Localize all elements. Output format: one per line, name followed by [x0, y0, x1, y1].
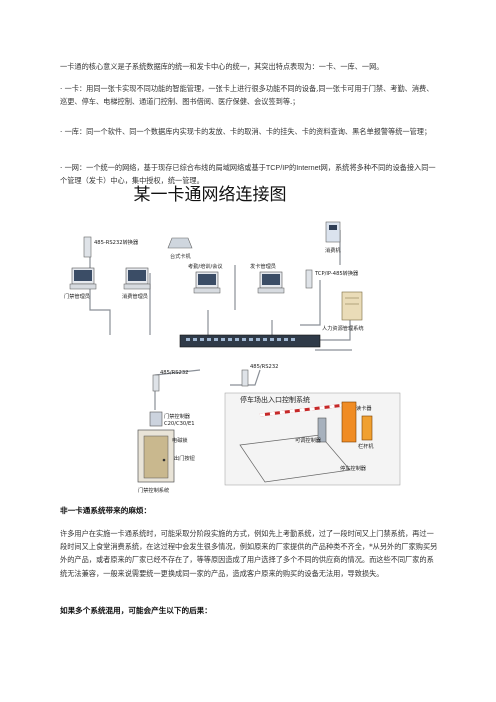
- label-converter-485: 485-RS232转换器: [94, 238, 139, 246]
- label-consumer-machine: 消费机: [325, 246, 341, 254]
- label-tcp-converter: TCP/IP-485转换器: [314, 269, 359, 277]
- one-net-paragraph: · 一网：一个统一的网络，基于现存已综合布线的局域网络或基于TCP/IP的Int…: [60, 161, 438, 187]
- door-admin-computer-icon: [69, 267, 97, 290]
- tcpip-term: TCP/IP: [265, 163, 289, 172]
- intro-paragraph: 一卡通的核心意义是子系统数据库的统一和发卡中心的统一，其突出特点表现为：一卡、一…: [60, 60, 438, 73]
- label-door-admin: 门禁管理员: [64, 292, 90, 300]
- label-hr-system: 人力资源管理系统: [322, 324, 364, 332]
- label-door-system: 门禁控制系统: [138, 486, 169, 494]
- label-controller-model: C20/C30/E1: [164, 421, 195, 427]
- tcp-converter-icon: [305, 269, 313, 289]
- label-attendance: 考勤/培训/会议: [188, 262, 223, 270]
- label-electric-lock: 电磁锁: [172, 436, 188, 444]
- rs232-right-icon: [241, 369, 249, 387]
- one-db-text: · 一库：同一个软件、同一个数据库内实现卡的发放、卡的取消、卡的挂失、卡的资料查…: [60, 127, 432, 136]
- internet-term: Internet: [296, 163, 321, 172]
- one-net-text-c: 网，系统将多种不同的设备接入同一个管理（发卡）中心，集中授权，统一管理。: [60, 163, 436, 185]
- label-card-reader: 读卡器: [356, 404, 372, 412]
- one-db-paragraph: · 一库：同一个软件、同一个数据库内实现卡的发放、卡的取消、卡的挂失、卡的资料查…: [60, 125, 438, 138]
- attendance-computer-icon: [193, 271, 221, 294]
- intro-text: 一卡通的核心意义是子系统数据库的统一和发卡中心的统一，其突出特点表现为：一卡、一…: [60, 62, 384, 71]
- label-barrier: 栏杆机: [358, 442, 374, 450]
- card-issuer-computer-icon: [257, 271, 285, 294]
- label-rs232-right: 485/RS232: [250, 364, 278, 370]
- one-card-paragraph: · 一卡：用同一张卡实现不同功能的智能管理，一张卡上进行很多功能不同的设备,同一…: [60, 82, 438, 108]
- door-control-system-icon: [137, 411, 175, 483]
- label-door-controller: 门禁控制器: [164, 412, 191, 420]
- network-cables: [89, 230, 352, 410]
- section-heading-why: 非一卡通系统带来的麻烦：: [60, 506, 152, 515]
- network-switch-icon: [179, 334, 321, 348]
- hr-server-icon: [341, 291, 363, 321]
- parking-system-icon: [224, 392, 401, 486]
- one-net-text-a: · 一网：一个统一的网络，基于现存已综合布线的局域网络或基于: [60, 163, 266, 172]
- network-diagram: 485-RS232转换器 台式卡机 消费机 门禁管理员 消费管理员 考勤/培训/…: [64, 221, 401, 494]
- label-rs232-left: 485/RS232: [160, 370, 188, 376]
- label-exit-button: 出门按钮: [174, 454, 195, 462]
- reader-device-icon: [167, 237, 193, 249]
- converter-icon: [83, 236, 92, 258]
- diagram-title: 某一卡通网络连接图: [133, 185, 287, 205]
- label-card-issuer: 发卡管理员: [250, 262, 276, 270]
- label-reader-device: 台式卡机: [170, 252, 192, 260]
- one-net-text-b: 的: [289, 163, 297, 172]
- consumer-machine-icon: [325, 221, 341, 243]
- diagram-labels: 485-RS232转换器 台式卡机 消费机 门禁管理员 消费管理员 考勤/培训/…: [64, 238, 374, 494]
- consume-admin-computer-icon: [123, 267, 151, 290]
- section-heading-consequence: 如果多个系统混用，可能会产生以下的后果：: [60, 606, 212, 615]
- label-parking-system: 停车场出入口控制系统: [240, 395, 310, 404]
- why-paragraph: 许多用户在实施一卡通系统时，可能采取分阶段实施的方式，例如先上考勤系统，过了一段…: [60, 527, 438, 580]
- label-barrier-ctrl: 可调控制器: [295, 436, 322, 444]
- rs232-left-icon: [152, 374, 160, 392]
- one-card-text: · 一卡：用同一张卡实现不同功能的智能管理，一张卡上进行很多功能不同的设备,同一…: [60, 84, 434, 106]
- why-text: 许多用户在实施一卡通系统时，可能采取分阶段实施的方式，例如先上考勤系统，过了一段…: [60, 529, 438, 578]
- label-controller-box: 停车控制器: [340, 464, 367, 472]
- label-consume-admin: 消费管理员: [122, 292, 148, 300]
